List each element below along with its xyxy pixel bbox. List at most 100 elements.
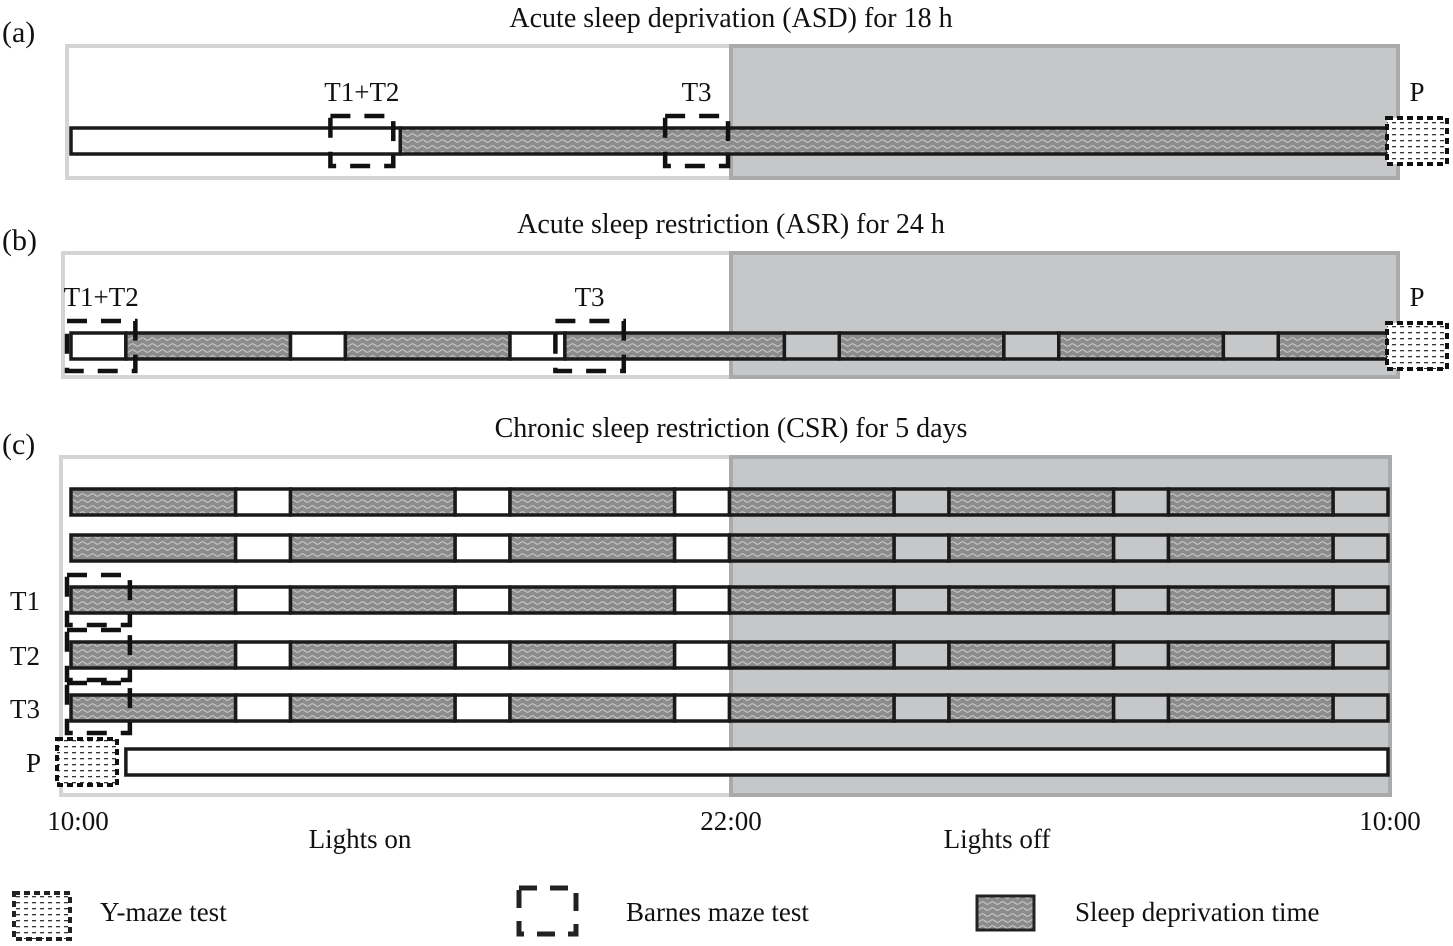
sleep-deprivation-segment [1276,331,1390,361]
barnes-test-label: T3 [575,282,605,312]
rest-segment [672,693,732,723]
sleep-deprivation-segment [1166,533,1335,563]
rest-segment [1111,533,1171,563]
rest-segment [453,693,512,723]
panel-a-letter: (a) [2,16,35,49]
rest-segment [233,640,293,670]
barnes-maze-marker [328,113,396,169]
barnes-maze-marker [64,680,133,736]
axis-mid-time: 22:00 [700,806,762,836]
sleep-deprivation-segment [947,533,1116,563]
legend: Y-maze test Barnes maze test Sleep depri… [12,885,1319,941]
rest-segment [124,747,1390,777]
sleep-deprivation-segment [288,640,457,670]
sleep-deprivation-segment [727,640,896,670]
panel-c-letter: (c) [2,428,35,461]
barnes-maze-marker [64,318,138,374]
axis-start-time: 10:00 [47,806,109,836]
ymaze-test-marker [55,737,119,787]
sleep-deprivation-segment [727,487,896,517]
rest-segment [453,487,512,517]
sleep-deprivation-segment [288,585,457,615]
rest-segment [69,126,402,156]
ymaze-test-label: P [1409,77,1424,107]
sleep-deprivation-segment [947,693,1116,723]
sleep-deprivation-segment [288,533,457,563]
rest-segment [672,640,732,670]
rest-segment [1111,585,1171,615]
sleep-deprivation-segment [1166,640,1335,670]
sleep-deprivation-segment [947,640,1116,670]
legend-ymaze-label: Y-maze test [100,897,227,927]
rest-segment [1331,585,1390,615]
rest-segment [288,331,348,361]
lights-on-label: Lights on [309,824,412,854]
sleep-deprivation-segment [1166,487,1335,517]
barnes-test-label: T3 [682,77,712,107]
rest-segment [672,487,732,517]
barnes-legend-icon [516,885,579,937]
sleep-deprivation-segment [69,640,238,670]
rest-segment [672,533,732,563]
sleep-deprivation-segment [288,487,457,517]
barnes-maze-marker [553,318,627,374]
sleep-deprivation-segment [69,487,238,517]
sleep-deprivation-segment [398,126,1390,156]
sleep-deprivation-segment [508,640,677,670]
rest-segment [453,533,512,563]
ymaze-test-marker [1385,321,1449,371]
legend-sd-label: Sleep deprivation time [1075,897,1319,927]
rest-segment [453,640,512,670]
sleep-deprivation-segment [563,331,787,361]
light-period-frame [65,44,733,180]
rest-segment [233,533,293,563]
rest-segment [233,487,293,517]
rest-segment [1111,693,1171,723]
rest-segment [1221,331,1280,361]
ymaze-test-marker [1385,116,1449,166]
axis-end-time: 10:00 [1359,806,1421,836]
sleep-deprivation-segment [124,331,293,361]
sleep-deprivation-segment [69,693,238,723]
rest-segment [1331,487,1390,517]
rest-segment [1331,693,1390,723]
rest-segment [892,487,951,517]
row-label: T1 [10,586,40,616]
ymaze-legend-icon [12,891,72,941]
rest-segment [233,693,293,723]
panel-c-title: Chronic sleep restriction (CSR) for 5 da… [495,413,968,444]
sleep-deprivation-segment [508,693,677,723]
barnes-maze-marker [64,572,133,628]
barnes-test-label: T1+T2 [64,282,139,312]
panel-a-title: Acute sleep deprivation (ASD) for 18 h [509,3,952,34]
rest-segment [892,585,951,615]
ymaze-test-label: P [1409,282,1424,312]
sleep-deprivation-segment [837,331,1006,361]
sleep-deprivation-segment [508,533,677,563]
sleep-deprivation-segment [343,331,512,361]
sleep-deprivation-segment [727,533,896,563]
sleep-deprivation-segment [947,487,1116,517]
legend-barnes-label: Barnes maze test [626,897,809,927]
rest-segment [69,331,128,361]
sleep-deprivation-segment [1166,585,1335,615]
row-label: T2 [10,641,40,671]
rest-segment [892,640,951,670]
sleep-deprivation-segment [508,487,677,517]
rest-segment [782,331,841,361]
rest-segment [1002,331,1061,361]
row-label: T3 [10,694,40,724]
rest-segment [1111,640,1171,670]
sleep-deprivation-segment [508,585,677,615]
sleep-deprivation-segment [727,585,896,615]
barnes-maze-marker [662,113,731,169]
barnes-test-label: T1+T2 [324,77,399,107]
sleep-deprivation-segment [69,533,238,563]
sleep-deprivation-segment [288,693,457,723]
sleep-deprivation-segment [1057,331,1226,361]
rest-segment [453,585,512,615]
rest-segment [892,693,951,723]
panel-b-letter: (b) [2,224,37,257]
rest-segment [672,585,732,615]
